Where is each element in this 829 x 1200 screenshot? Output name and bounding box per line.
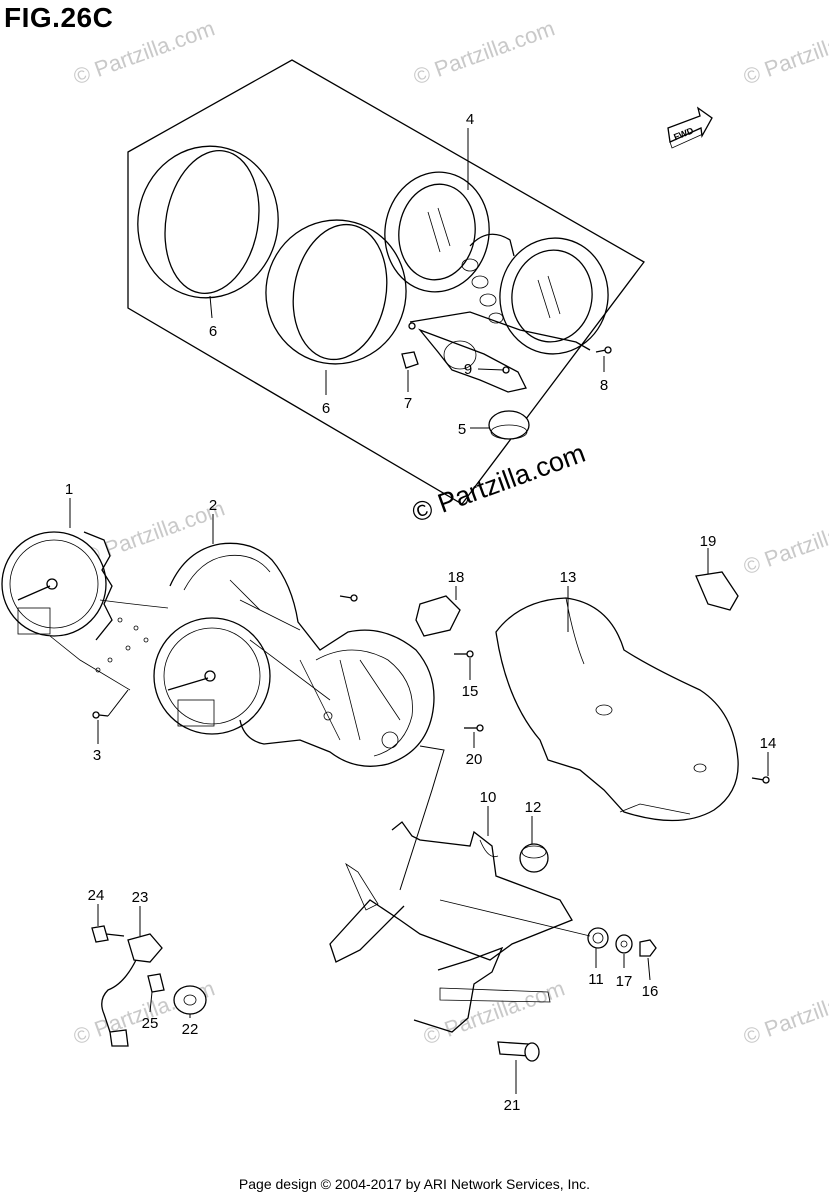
sensor-harness [101,933,163,1047]
meter-lower-case [169,542,435,767]
callout-12: 12 [525,799,542,816]
washer-17 [615,934,633,954]
callout-25: 25 [142,1015,159,1032]
callout-23: 23 [132,889,149,906]
callout-10: 10 [480,789,497,806]
callouts: 4 6 6 7 8 9 5 1 2 3 18 13 15 20 19 14 10… [65,111,777,1114]
callout-6: 6 [322,400,330,417]
callout-20: 20 [466,751,483,768]
meter-bracket [329,821,573,1033]
washer-22 [173,985,207,1015]
callout-16: 16 [642,983,659,1000]
callout-18: 18 [448,569,465,586]
callout-22: 22 [182,1021,199,1038]
callout-24: 24 [88,887,105,904]
callout-15: 15 [462,683,479,700]
cover-clamp [695,571,739,611]
fwd-arrow-icon: FWD [667,106,713,149]
lens-cap [488,410,530,440]
callout-2: 2 [209,497,217,514]
tachometer-unit [153,617,271,735]
callout-9: 9 [464,361,472,378]
screw-upper [339,594,358,602]
screw-8 [595,346,612,354]
callout-21: 21 [504,1097,521,1114]
figure-title: FIG.26C [4,2,114,33]
callout-8: 8 [600,377,608,394]
callout-4: 4 [466,111,474,128]
meter-rear-cover [495,597,739,822]
screw-20 [464,724,484,732]
nut-16 [639,939,657,957]
cushion-11 [587,927,609,949]
meter-ring-right [265,219,407,365]
bolt-21 [497,1041,540,1062]
bolt-24 [91,925,125,943]
screw-15 [454,650,474,658]
connector-block [415,595,461,637]
footer-copyright: Page design © 2004-2017 by ARI Network S… [238,1176,591,1192]
screw-3 [92,711,109,719]
callout-14: 14 [760,735,777,752]
screw-14 [751,776,770,784]
callout-11: 11 [588,971,604,988]
bolt-25 [147,973,165,993]
callout-6: 6 [209,323,217,340]
meter-ring-left [137,145,279,299]
callout-5: 5 [458,421,466,438]
speedometer-unit [1,531,169,691]
callout-13: 13 [560,569,577,586]
callout-3: 3 [93,747,101,764]
leader-lines [69,128,769,1094]
meter-clip [401,351,419,369]
assembly-outline [127,59,645,505]
grommet-12 [519,843,549,873]
meter-case [384,171,609,393]
callout-17: 17 [616,973,633,990]
callout-19: 19 [700,533,717,550]
callout-7: 7 [404,395,412,412]
callout-1: 1 [65,481,73,498]
